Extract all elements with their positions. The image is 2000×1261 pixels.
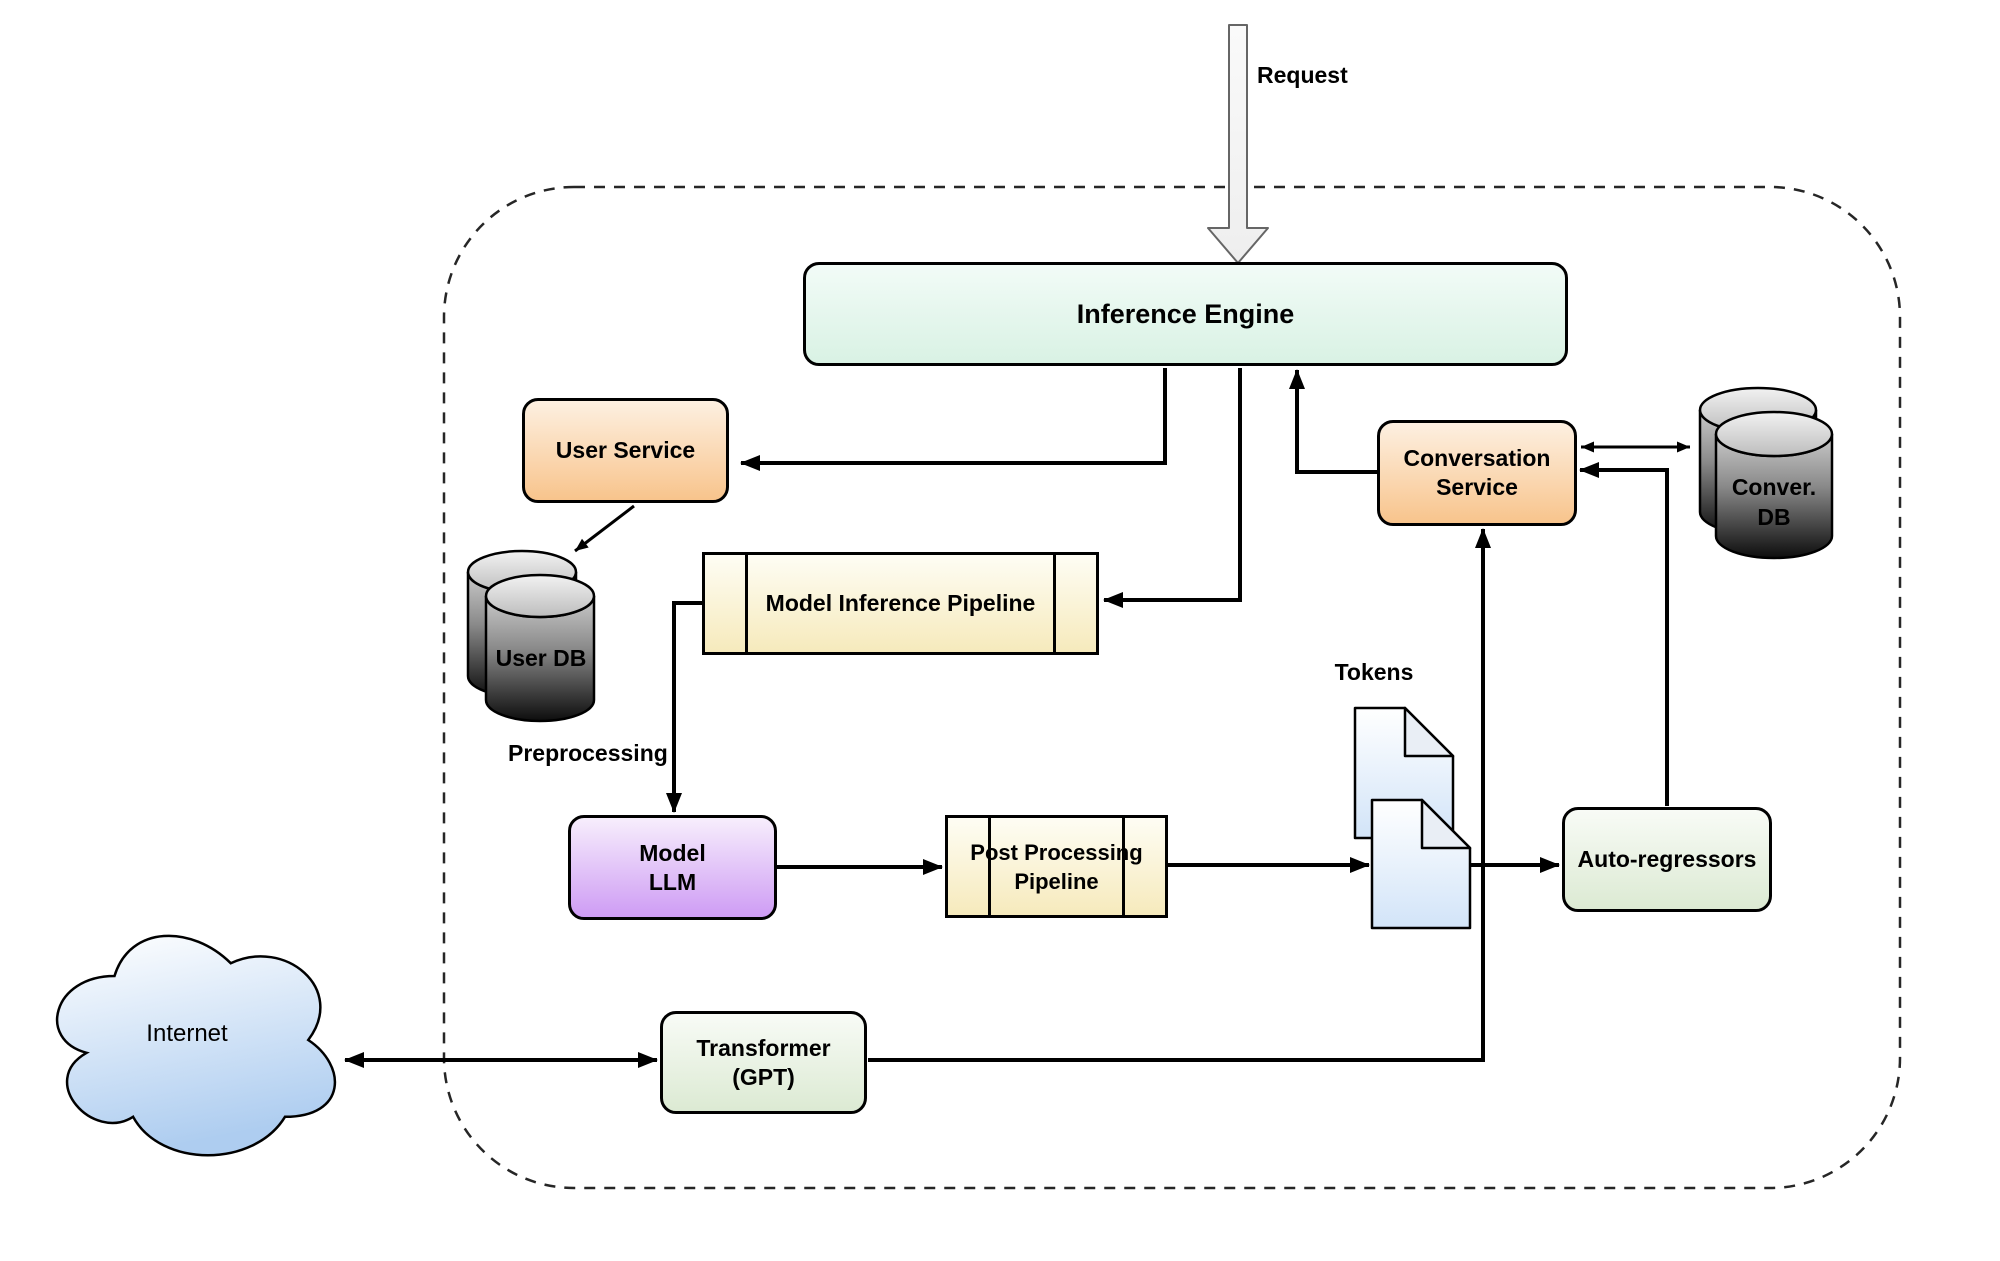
connector-inference-to-user-service — [740, 368, 1167, 471]
conver-db-label: Conver. DB — [1731, 474, 1817, 530]
token-document-back-fold — [1403, 706, 1455, 758]
inference-engine-label: Inference Engine — [1076, 298, 1295, 329]
internet-label: Internet — [146, 1020, 228, 1047]
node-inference-engine: Inference Engine — [803, 262, 1568, 366]
connector-conversation-to-inference — [1289, 369, 1377, 474]
user-db-cylinder-front-top — [484, 573, 596, 619]
node-conversation-service: Conversation Service — [1377, 420, 1577, 526]
request-arrow — [1207, 24, 1269, 264]
connector-auto-regressors-to-conversation — [1579, 462, 1669, 806]
conversation-service-label: Conversation Service — [1403, 445, 1551, 500]
connector-transformer-to-conversation — [868, 528, 1491, 1062]
connector-user-service-to-user-db — [574, 504, 635, 553]
user-db-cylinders — [466, 549, 596, 723]
user-service-label: User Service — [555, 437, 696, 463]
node-transformer-gpt: Transformer (GPT) — [660, 1011, 867, 1114]
user-db-label: User DB — [495, 645, 587, 671]
model-llm-label: Model LLM — [639, 839, 706, 895]
pipeline-divider-right — [1122, 818, 1125, 915]
node-model-llm: Model LLM — [568, 815, 777, 920]
conver-db-cylinder-front-top — [1714, 410, 1834, 458]
preprocessing-label: Preprocessing — [508, 740, 668, 766]
node-model-inference-pipeline: Model Inference Pipeline — [702, 552, 1099, 655]
request-label: Request — [1257, 62, 1348, 88]
system-boundary — [442, 185, 1902, 1190]
conver-db-cylinders — [1698, 386, 1834, 560]
node-user-service: User Service — [522, 398, 729, 503]
node-post-processing-pipeline: Post Processing Pipeline — [945, 815, 1168, 918]
transformer-gpt-label: Transformer (GPT) — [696, 1034, 831, 1090]
post-processing-pipeline-label: Post Processing Pipeline — [970, 839, 1143, 894]
auto-regressors-label: Auto-regressors — [1577, 846, 1757, 872]
pipeline-divider-left — [988, 818, 991, 915]
connectors — [344, 368, 1690, 1068]
tokens-documents — [1353, 706, 1472, 930]
tokens-label: Tokens — [1334, 659, 1414, 685]
token-document-front-fold — [1420, 798, 1472, 850]
model-inference-pipeline-label: Model Inference Pipeline — [765, 590, 1036, 616]
node-auto-regressors: Auto-regressors — [1562, 807, 1772, 912]
connector-preprocessing-to-model-llm — [666, 601, 702, 813]
pipeline-divider-right — [1053, 555, 1056, 652]
connector-inference-to-model-pipeline — [1103, 368, 1242, 608]
pipeline-divider-left — [745, 555, 748, 652]
internet-cloud — [55, 934, 337, 1157]
